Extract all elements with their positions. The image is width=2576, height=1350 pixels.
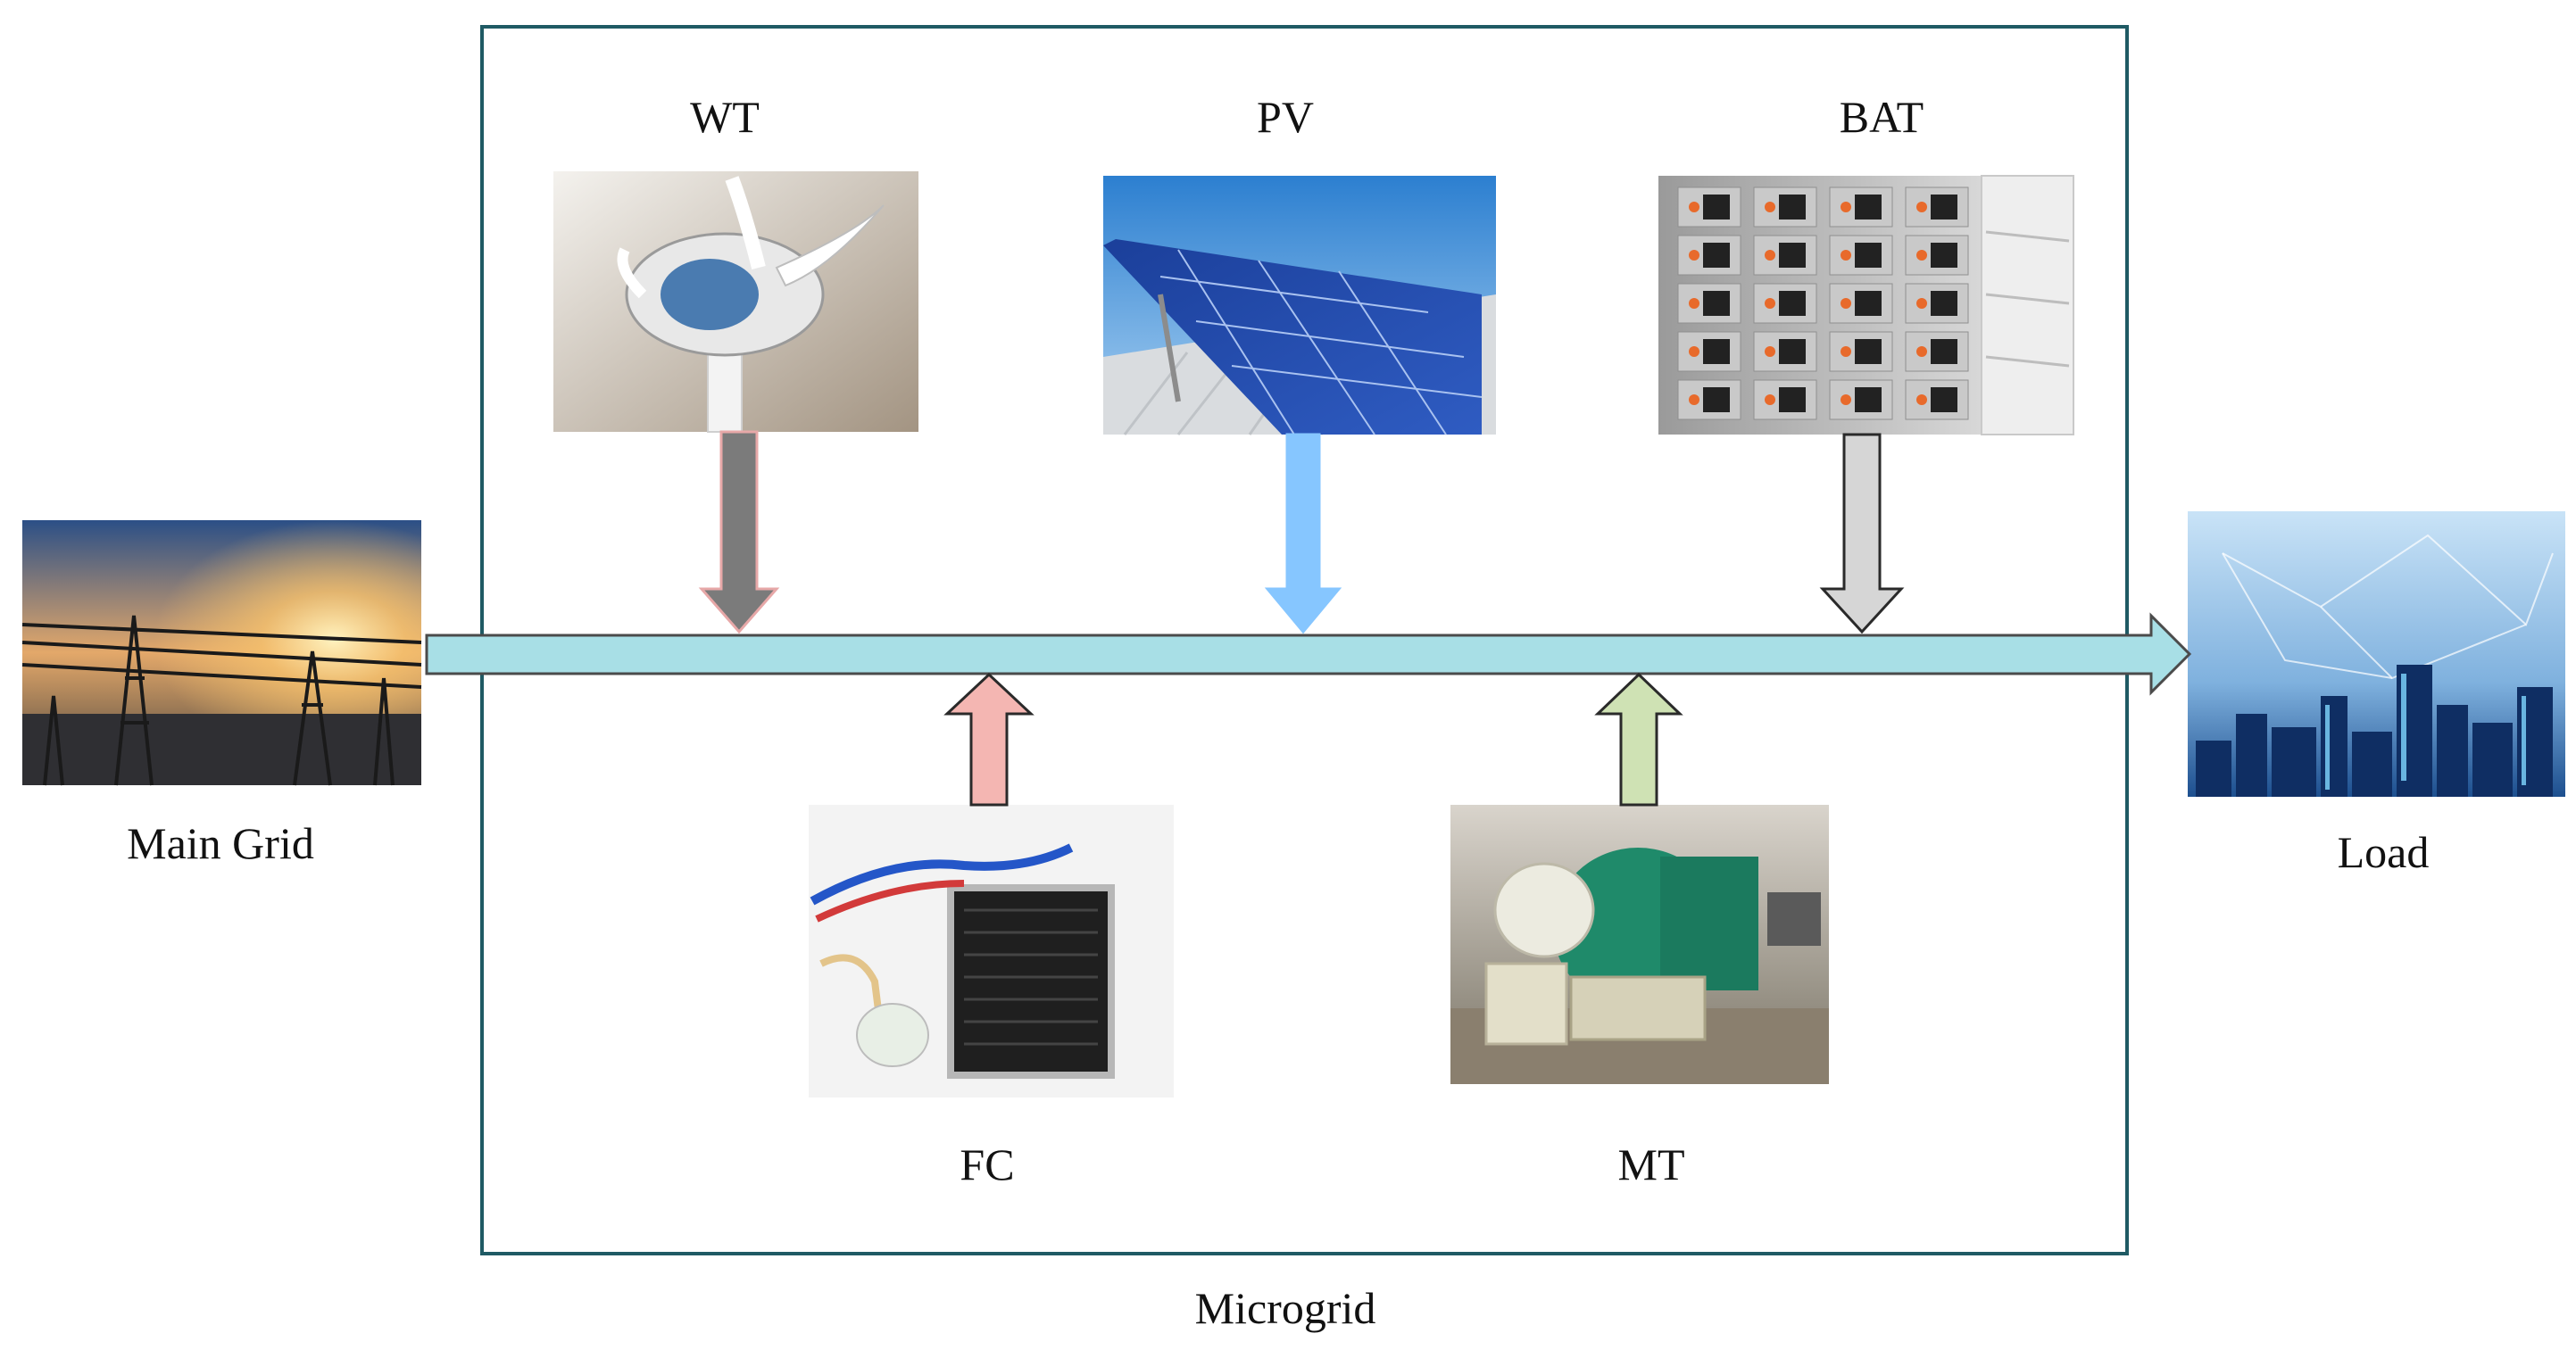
- battery-terminal: [1931, 195, 1957, 219]
- fc-image: [809, 805, 1174, 1097]
- battery-module: [1753, 331, 1817, 372]
- battery-terminal: [1703, 291, 1730, 316]
- battery-connector: [1765, 298, 1775, 309]
- battery-terminal: [1855, 387, 1882, 412]
- bat-image: [1658, 175, 2074, 435]
- battery-terminal: [1703, 195, 1730, 219]
- battery-terminal: [1703, 339, 1730, 364]
- battery-connector: [1841, 298, 1851, 309]
- battery-connector: [1689, 250, 1699, 261]
- pv-arrow: [1264, 433, 1342, 634]
- battery-connector: [1765, 250, 1775, 261]
- fc-arrow: [943, 672, 1035, 807]
- load-label: Load: [2338, 827, 2430, 877]
- battery-terminal: [1779, 195, 1806, 219]
- battery-terminal: [1779, 387, 1806, 412]
- mt-label: MT: [1618, 1139, 1685, 1189]
- power-bus-arrow: [425, 612, 2192, 696]
- battery-terminal: [1855, 195, 1882, 219]
- bat-label: BAT: [1840, 92, 1924, 142]
- battery-connector: [1841, 394, 1851, 405]
- battery-terminal: [1779, 339, 1806, 364]
- battery-connector: [1689, 298, 1699, 309]
- battery-terminal: [1703, 243, 1730, 268]
- battery-terminal: [1931, 339, 1957, 364]
- battery-module: [1677, 235, 1741, 276]
- battery-terminal: [1931, 387, 1957, 412]
- battery-connector: [1689, 346, 1699, 357]
- battery-connector: [1689, 394, 1699, 405]
- main-grid-label: Main Grid: [127, 818, 314, 868]
- battery-terminal: [1931, 243, 1957, 268]
- battery-connector: [1916, 298, 1927, 309]
- wt-image: [553, 171, 918, 433]
- battery-connector: [1841, 202, 1851, 212]
- battery-connector: [1689, 202, 1699, 212]
- battery-terminal: [1779, 291, 1806, 316]
- battery-terminal: [1855, 339, 1882, 364]
- battery-connector: [1765, 394, 1775, 405]
- battery-module: [1905, 331, 1969, 372]
- main-grid-image: [21, 520, 422, 786]
- wt-label: WT: [690, 92, 760, 142]
- fc-label: FC: [960, 1139, 1014, 1189]
- battery-connector: [1916, 202, 1927, 212]
- battery-terminal: [1779, 243, 1806, 268]
- battery-connector: [1841, 250, 1851, 261]
- battery-connector: [1916, 250, 1927, 261]
- battery-connector: [1765, 202, 1775, 212]
- mt-image: [1450, 805, 1829, 1084]
- battery-terminal: [1855, 291, 1882, 316]
- battery-connector: [1916, 394, 1927, 405]
- microgrid-label: Microgrid: [1195, 1283, 1376, 1333]
- battery-connector: [1765, 346, 1775, 357]
- pv-image: [1103, 176, 1496, 435]
- pv-label: PV: [1257, 92, 1314, 142]
- mt-arrow: [1594, 672, 1683, 807]
- battery-connector: [1916, 346, 1927, 357]
- battery-terminal: [1855, 243, 1882, 268]
- battery-terminal: [1931, 291, 1957, 316]
- load-city-image: [2188, 511, 2565, 797]
- wt-arrow: [698, 430, 780, 634]
- bat-arrow: [1819, 433, 1905, 634]
- battery-terminal: [1703, 387, 1730, 412]
- battery-connector: [1841, 346, 1851, 357]
